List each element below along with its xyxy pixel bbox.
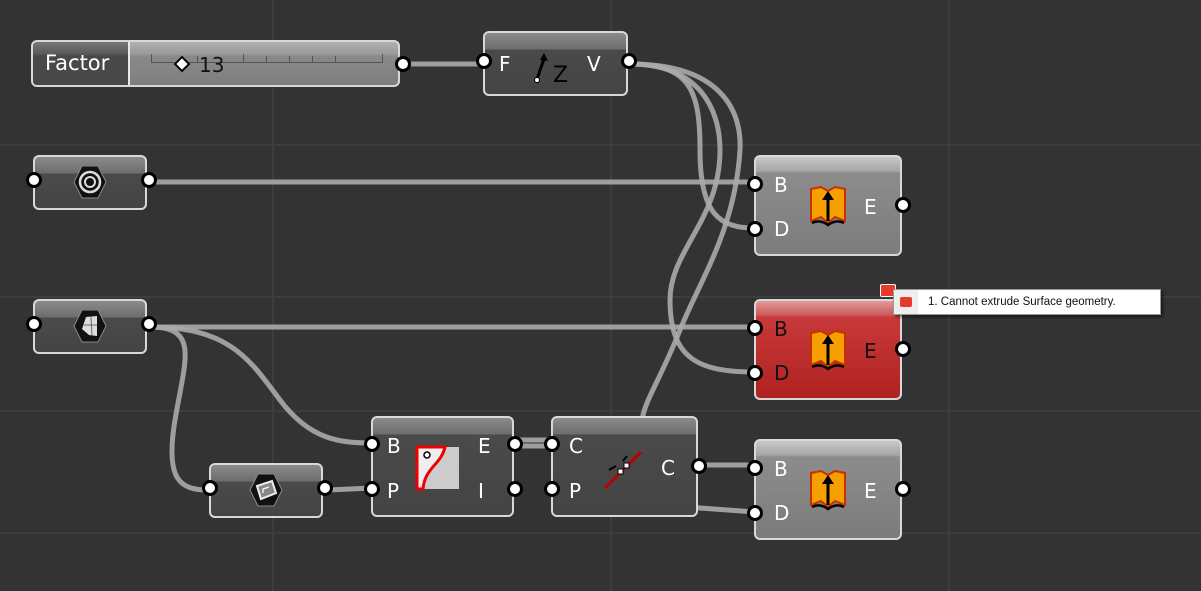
slider-value: 13 [199, 53, 225, 77]
join-curves-icon [603, 450, 643, 490]
input-port-d[interactable] [747, 505, 763, 521]
curve-param-output-port[interactable] [141, 172, 157, 188]
input-label-b: B [774, 457, 788, 481]
grid-line [272, 0, 274, 591]
output-port-i[interactable] [507, 481, 523, 497]
input-label-b: B [774, 317, 788, 341]
input-label-f: F [499, 52, 511, 76]
input-port-b[interactable] [747, 320, 763, 336]
input-port-d[interactable] [747, 221, 763, 237]
output-label-e: E [478, 434, 491, 458]
extrude-icon [810, 329, 846, 371]
input-port-p[interactable] [544, 481, 560, 497]
extrude-icon [810, 469, 846, 511]
input-label-c: C [569, 434, 583, 458]
slider-label-box: Factor [33, 42, 130, 85]
error-message: 1. Cannot extrude Surface geometry. [928, 296, 1116, 308]
slider-label: Factor [45, 51, 110, 75]
surface-param-output-port[interactable] [141, 316, 157, 332]
surface-param-component[interactable] [26, 299, 157, 354]
grid-line [0, 532, 1201, 534]
unit-z-component[interactable]: F Z V [476, 31, 637, 96]
output-label-v: V [587, 52, 601, 76]
output-label-i: I [478, 479, 484, 503]
extrude-icon [810, 185, 846, 227]
input-label-p: P [569, 479, 582, 503]
input-port-f[interactable] [476, 53, 492, 69]
curve-closest-component[interactable]: C P C [544, 416, 707, 517]
output-label-c: C [661, 456, 675, 480]
input-label-d: D [774, 217, 790, 241]
output-label-e: E [864, 479, 877, 503]
error-balloon-icon [894, 290, 918, 314]
brep-param-icon [249, 473, 283, 507]
output-port-e[interactable] [895, 197, 911, 213]
input-port-c[interactable] [544, 436, 560, 452]
slider-output-port[interactable] [395, 56, 411, 72]
svg-text:Z: Z [553, 63, 568, 85]
curve-param-component[interactable] [26, 155, 157, 210]
input-label-b: B [774, 173, 788, 197]
output-port-e[interactable] [507, 436, 523, 452]
grid-line [0, 144, 1201, 146]
input-label-b: B [387, 434, 401, 458]
brep-param-output-port[interactable] [317, 480, 333, 496]
input-label-d: D [774, 361, 790, 385]
grid-line [610, 0, 612, 591]
brep-edges-component[interactable]: B P E I [364, 416, 523, 517]
extrude-component[interactable]: B D E [747, 155, 911, 256]
input-label-d: D [774, 501, 790, 525]
error-tooltip: 1. Cannot extrude Surface geometry. [893, 289, 1161, 315]
brep-param-input-port[interactable] [202, 480, 218, 496]
input-label-p: P [387, 479, 400, 503]
surface-param-input-port[interactable] [26, 316, 42, 332]
unit-z-vector-icon: Z [534, 53, 568, 85]
slider-track[interactable] [151, 54, 383, 63]
input-port-b[interactable] [364, 436, 380, 452]
number-slider[interactable]: Factor 13 [31, 40, 411, 87]
extrude-component-error[interactable]: B D E [747, 299, 911, 400]
curve-param-input-port[interactable] [26, 172, 42, 188]
output-port-e[interactable] [895, 481, 911, 497]
output-port-v[interactable] [621, 53, 637, 69]
output-label-e: E [864, 339, 877, 363]
input-port-b[interactable] [747, 176, 763, 192]
output-label-e: E [864, 195, 877, 219]
grid-line [0, 296, 1201, 298]
output-port-c[interactable] [691, 458, 707, 474]
brep-param-component[interactable] [202, 463, 333, 518]
brep-edges-icon [415, 445, 459, 491]
input-port-b[interactable] [747, 460, 763, 476]
output-port-e[interactable] [895, 341, 911, 357]
extrude-component[interactable]: B D E [747, 439, 911, 540]
curve-param-icon [73, 165, 107, 199]
input-port-p[interactable] [364, 481, 380, 497]
grid-line [0, 410, 1201, 412]
surface-param-icon [73, 309, 107, 343]
input-port-d[interactable] [747, 365, 763, 381]
